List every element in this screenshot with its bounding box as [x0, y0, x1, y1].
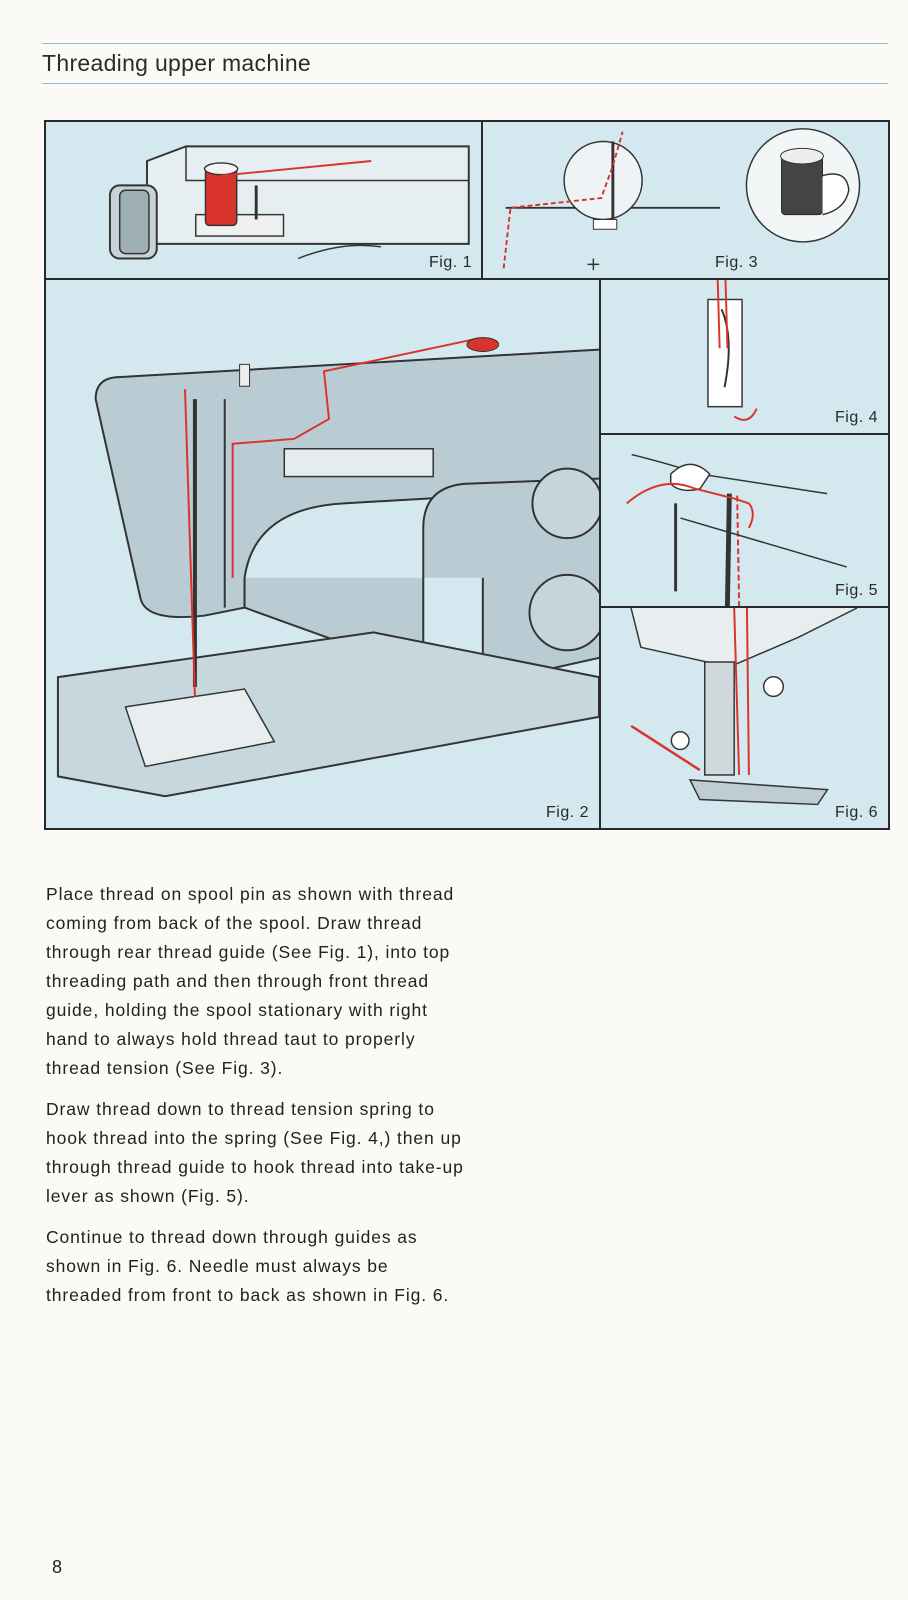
- fig1-illustration: [108, 145, 470, 260]
- figure-2: Fig. 2: [44, 278, 601, 830]
- figure-2-label: Fig. 2: [545, 804, 589, 821]
- figure-5: Fig. 5: [599, 433, 890, 608]
- fig4-illustration: [707, 280, 758, 421]
- figure-3: Fig. 3: [481, 120, 890, 280]
- fig6-illustration: [630, 608, 858, 806]
- fig3-illustration: [502, 128, 861, 271]
- figure-1-label: Fig. 1: [428, 254, 472, 271]
- figure-6-label: Fig. 6: [834, 804, 878, 821]
- paragraph-3: Continue to thread down through guides a…: [46, 1227, 450, 1305]
- figure-4: Fig. 4: [599, 278, 890, 435]
- title-underline: [42, 83, 888, 84]
- figure-6: Fig. 6: [599, 606, 890, 830]
- instructions-text: Place thread on spool pin as shown with …: [46, 880, 466, 1322]
- figure-3-label: Fig. 3: [714, 254, 758, 271]
- figure-1: Fig. 1: [44, 120, 484, 280]
- figure-group: Fig. 1 Fig. 3: [44, 120, 890, 840]
- fig5-illustration: [626, 453, 847, 606]
- figure-5-label: Fig. 5: [834, 582, 878, 599]
- paragraph-1: Place thread on spool pin as shown with …: [46, 884, 455, 1078]
- page-title: Threading upper machine: [42, 50, 312, 76]
- paragraph-2: Draw thread down to thread tension sprin…: [46, 1099, 464, 1206]
- fig2-illustration: [56, 337, 599, 798]
- figure-4-label: Fig. 4: [834, 409, 878, 426]
- top-rule: [42, 43, 888, 44]
- page-number: 8: [52, 1557, 63, 1577]
